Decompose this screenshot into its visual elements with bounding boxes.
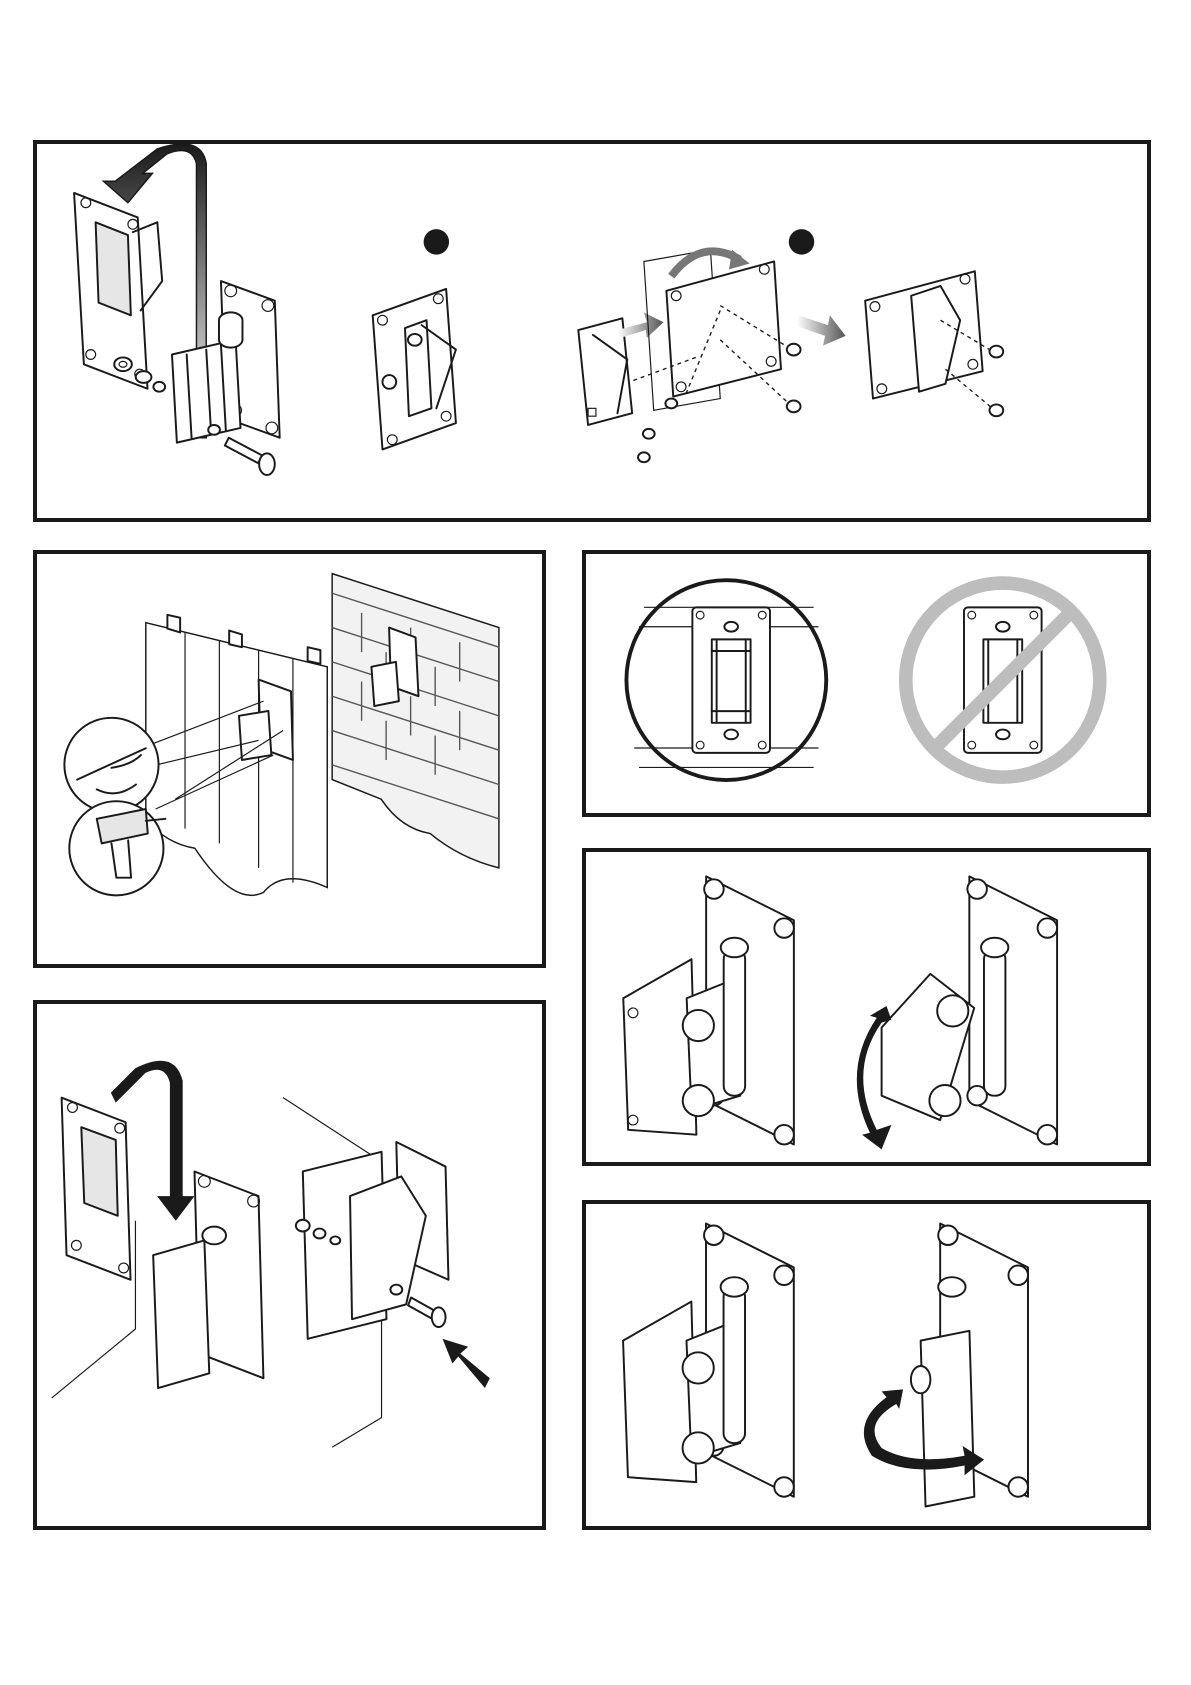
brick-wall [332,574,499,868]
step-3-illustration [586,554,1147,813]
panel-step-5-hang-speaker [33,1000,546,1530]
panel-step-4-tilt [582,848,1151,1166]
prohibited-icon [906,583,1100,777]
speaker-installed [296,1142,449,1339]
step-4-illustration [586,852,1147,1162]
panel-step-1-attach-speaker [33,140,1151,522]
bracket-tilt-neutral [623,876,794,1144]
insert-arrow-icon [443,1339,490,1388]
step-2-illustration [37,554,542,964]
bracket-tilt-angled [882,876,1057,1144]
bracket-rotate-neutral [623,1224,794,1497]
speaker-back-plate [62,1098,131,1280]
panel-step-3-orientation [582,550,1151,817]
step-marker-dot-icon [789,229,814,254]
bracket-plate-front [373,289,456,450]
wall-bracket [172,281,280,443]
straight-arrow-icon [797,315,846,345]
assembled-bracket-right [865,271,1003,416]
straight-arrow-icon [617,312,663,337]
step-6-illustration [586,1204,1147,1526]
step-marker-dot-icon [424,229,449,254]
panel-step-6-rotate [582,1200,1151,1530]
step-1-illustration [37,144,1147,518]
step-5-illustration [37,1004,542,1526]
stud-wall [146,615,327,896]
magnifier-correct-icon [626,580,826,780]
panel-step-2-mark-and-drill [33,550,546,968]
